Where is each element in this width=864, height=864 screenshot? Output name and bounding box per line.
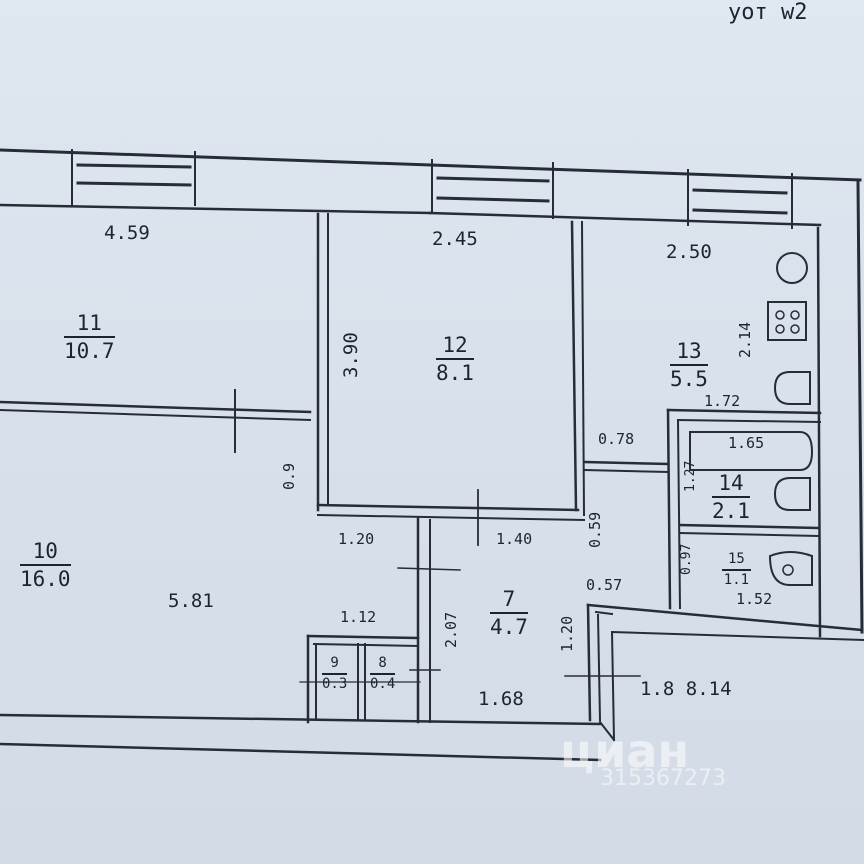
stove-fixture [767, 301, 807, 341]
window-right [687, 169, 793, 229]
boiler-fixture [776, 252, 808, 284]
room-area: 8.1 [436, 361, 474, 386]
bathtub-fixture [689, 431, 814, 471]
room-10-label: 10 16.0 [20, 540, 71, 590]
room-15-label: 15 1.1 [722, 552, 751, 587]
dim-label: 1.12 [340, 608, 377, 626]
sink-fixture-14 [773, 477, 811, 511]
room-8-label: 8 0.4 [370, 656, 396, 692]
room-number: 14 [712, 472, 750, 499]
dim-label: 1.52 [736, 590, 773, 608]
room-area: 16.0 [20, 567, 71, 592]
room-13-label: 13 5.5 [670, 340, 708, 390]
bath-block-top-b [676, 418, 822, 424]
room-area: 5.5 [670, 367, 708, 392]
room-number: 8 [370, 656, 396, 675]
room-area: 1.1 [723, 571, 750, 588]
exterior-wall-bottom-outer [0, 742, 602, 762]
wall-14-15-a [678, 523, 820, 530]
exterior-wall-right-outer [856, 180, 864, 634]
dim-label: 5.81 [168, 590, 214, 612]
partition-11-10-a [0, 400, 312, 414]
dim-label: 3.90 [340, 332, 362, 378]
partition-11-10-b [0, 408, 312, 422]
wall-12-bottom-b [316, 513, 586, 522]
room-number: 11 [64, 312, 115, 339]
room-number: 10 [20, 540, 71, 567]
entry-left-a [586, 603, 592, 722]
window-middle [431, 159, 554, 219]
room-7-label: 7 4.7 [490, 588, 528, 638]
wall-12-bottom-a [316, 503, 580, 512]
dim-label: 4.59 [104, 222, 150, 244]
wall-12-right-a [570, 220, 578, 512]
dim-label: 0.59 [586, 511, 604, 548]
room-11-label: 11 10.7 [64, 312, 115, 362]
dim-label: 1.20 [338, 530, 375, 548]
dim-label: 2.45 [432, 228, 478, 250]
wall-12-right-b [580, 220, 586, 517]
door-mark-7 [397, 567, 461, 571]
dim-label: 0.9 [280, 462, 298, 490]
room-area: 0.3 [322, 675, 348, 692]
exterior-wall-bottom-inner [0, 713, 602, 726]
room-number: 15 [722, 552, 751, 571]
dim-label: 1.72 [704, 392, 741, 410]
dim-label: 1.27 [683, 460, 698, 492]
dim-label: 0.97 [679, 543, 694, 575]
exterior-wall-top-inner [0, 203, 432, 215]
dim-label: 1.68 [478, 688, 524, 710]
dim-label: 2.14 [736, 321, 754, 358]
room-12-label: 12 8.1 [436, 334, 474, 384]
exterior-wall-right-inner [816, 226, 822, 638]
room-14-label: 14 2.1 [712, 472, 750, 522]
exterior-wall-bottom-ext [598, 720, 616, 742]
entry-wall-a [586, 603, 864, 632]
room-area: 4.7 [490, 615, 528, 640]
room-number: 12 [436, 334, 474, 361]
room-number: 9 [322, 656, 348, 675]
room-area: 10.7 [64, 339, 115, 364]
closet-top-a [306, 634, 420, 640]
dim-label: 1.20 [558, 615, 576, 652]
entry-inner [610, 630, 864, 642]
dim-label: 2.50 [666, 241, 712, 263]
room-area: 2.1 [712, 499, 750, 524]
wall-13-bottom-a [583, 460, 670, 466]
window-left [71, 149, 196, 206]
entry-left-b [596, 613, 602, 722]
dim-label: 0.57 [586, 576, 623, 594]
room-9-label: 9 0.3 [322, 656, 348, 692]
room-area: 0.4 [370, 675, 396, 692]
exterior-wall-top-outer [0, 148, 862, 182]
dim-label: 1.40 [496, 530, 533, 548]
watermark-brand: циан [560, 724, 690, 778]
watermark-id: 315367273 [600, 766, 726, 791]
exterior-wall-top-inner-2 [428, 211, 822, 227]
dim-label: 1.65 [728, 434, 765, 452]
dim-label: 0.78 [598, 430, 635, 448]
wall-14-15-b [678, 531, 820, 538]
toilet-fixture [768, 551, 813, 586]
room-number: 7 [490, 588, 528, 615]
entry-inner-left [610, 630, 616, 742]
dim-label: 1.8 8.14 [640, 678, 732, 700]
entry-wall-b [594, 610, 614, 616]
header-note: уот w2 [728, 0, 808, 25]
dim-label: 2.07 [442, 611, 460, 648]
bath-block-top-a [666, 408, 822, 415]
wall-13-bottom-b [583, 468, 670, 474]
room-number: 13 [670, 340, 708, 367]
bath-block-left-b [676, 418, 682, 610]
bath-block-left-a [666, 408, 672, 610]
sink-fixture-13 [773, 371, 811, 405]
